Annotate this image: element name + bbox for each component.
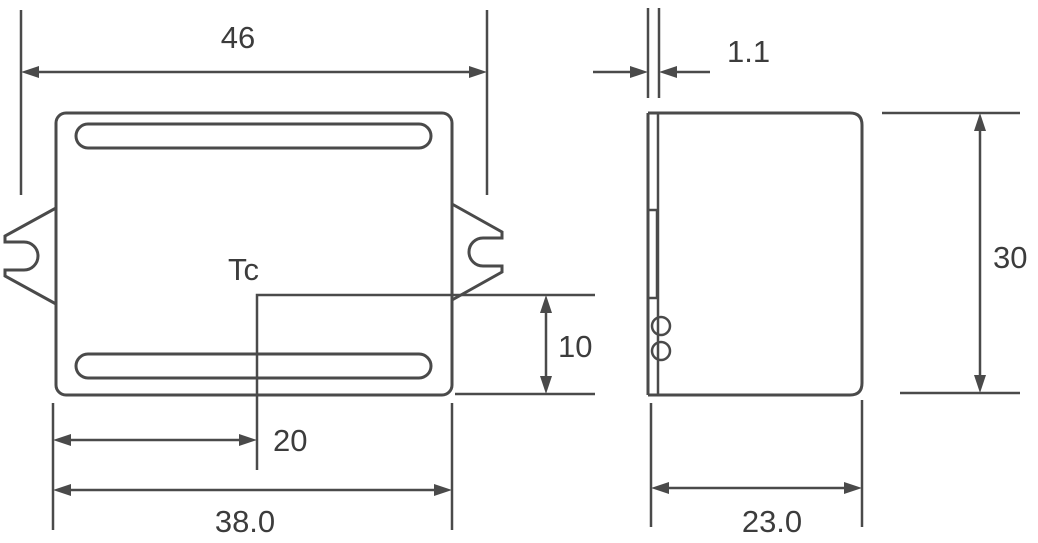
dimension-body-width: 38.0 <box>53 403 454 539</box>
side-body-outline <box>648 111 864 397</box>
dimension-label-overall-width: 46 <box>221 20 255 55</box>
dimension-label-height: 30 <box>993 240 1027 275</box>
module-body-outline <box>54 111 454 397</box>
dimension-tc-offset-x: 20 <box>51 403 307 530</box>
terminal-pin-upper <box>650 315 672 337</box>
dimension-label-flange-thickness: 1.1 <box>727 34 770 69</box>
dimension-label-body-width: 38.0 <box>215 504 275 539</box>
tc-marker: Tc <box>228 252 595 470</box>
bottom-slot <box>74 352 433 380</box>
dimension-overall-width: 46 <box>19 10 489 195</box>
dimension-label-tc-offset-x: 20 <box>273 423 307 458</box>
front-view <box>3 111 504 397</box>
left-mounting-tab <box>3 206 57 306</box>
side-view <box>646 111 864 397</box>
tc-label: Tc <box>228 252 259 287</box>
dimension-label-tc-offset-y: 10 <box>558 329 592 364</box>
dimension-label-depth: 23.0 <box>742 504 802 539</box>
dimension-flange-thickness: 1.1 <box>593 8 770 98</box>
dimension-height: 30 <box>882 111 1027 395</box>
top-slot <box>74 122 433 150</box>
dimension-tc-offset-y: 10 <box>455 295 595 396</box>
side-connector <box>646 208 659 300</box>
right-mounting-tab <box>451 202 504 302</box>
terminal-pin-lower <box>650 340 672 362</box>
dimension-depth: 23.0 <box>649 400 864 539</box>
